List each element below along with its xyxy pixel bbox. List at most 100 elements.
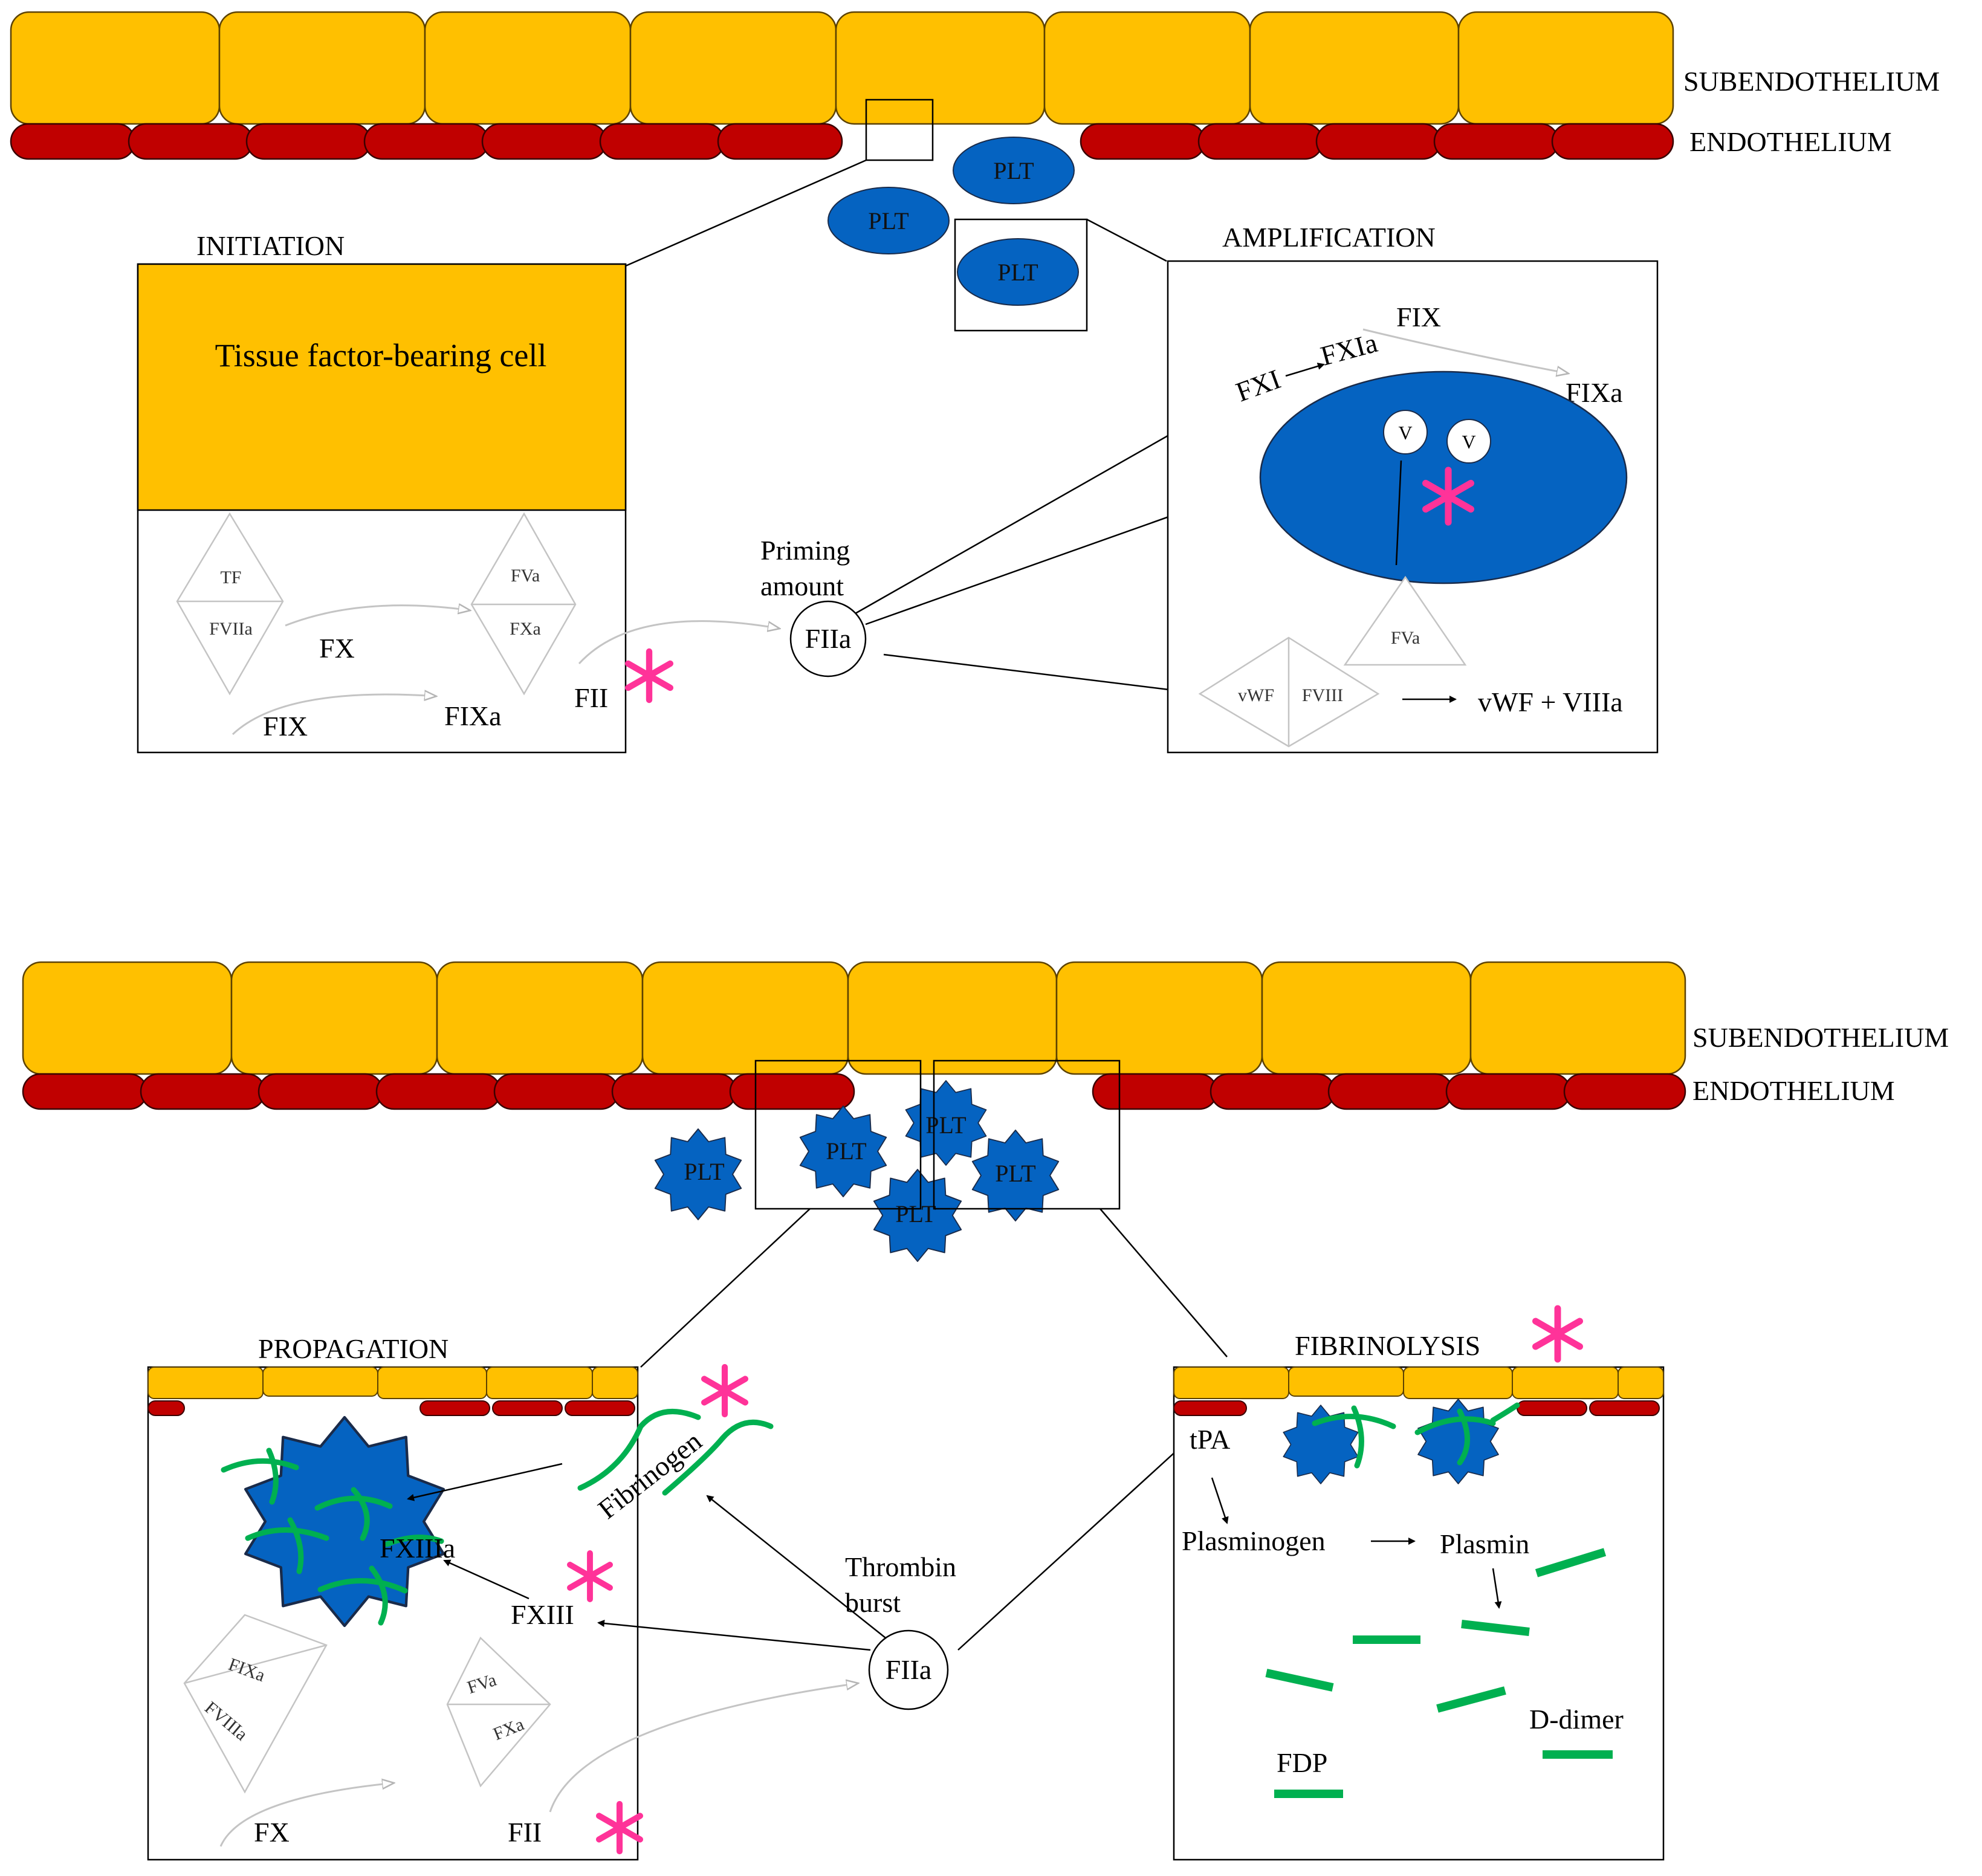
amplification-fva: FVa	[1391, 628, 1420, 648]
v-label: V	[1462, 431, 1475, 453]
fxiii-label: FXIII	[511, 1599, 574, 1630]
priming-fiia-circle	[789, 600, 867, 678]
vwf-fviii-complex: vWF FVIII	[1198, 636, 1380, 748]
vwf-viiia-result: vWF + VIIIa	[1478, 687, 1623, 717]
asterisk-icon	[1535, 1308, 1579, 1359]
platelet-label: PLT	[826, 1137, 866, 1165]
fibrinogen-strands	[577, 1408, 774, 1496]
platelet-label: PLT	[925, 1111, 966, 1139]
priming-label-2: amount	[760, 571, 844, 601]
fva-released: FVa	[1343, 575, 1467, 666]
ddimer-label: D-dimer	[1529, 1704, 1624, 1735]
propagation-zoom-box	[754, 1059, 922, 1210]
platelet-label: PLT	[997, 259, 1038, 286]
bottom-subendothelium-label: SUBENDOTHELIUM	[1692, 1022, 1949, 1053]
amplification-fix: FIX	[1396, 302, 1441, 332]
activated-platelet	[1259, 370, 1628, 584]
priming-label-1: Priming	[760, 535, 850, 566]
arrow-icon	[443, 1559, 530, 1600]
fdp-label: FDP	[1277, 1747, 1327, 1778]
top-endothelium-label: ENDOTHELIUM	[1689, 126, 1892, 157]
arrow-icon	[883, 653, 1199, 696]
asterisk-icon	[704, 1367, 745, 1414]
fibrin-fragments	[1265, 1548, 1613, 1798]
top-endothelium	[10, 123, 1674, 160]
fibrinolysis-zoom-box	[933, 1059, 1121, 1210]
v-granule-1	[1383, 410, 1428, 454]
tf-label: TF	[220, 568, 241, 587]
fibrinolysis-connector	[1099, 1208, 1228, 1357]
top-subendothelium	[10, 11, 1674, 125]
amplification-fixa: FIXa	[1566, 377, 1623, 408]
fixa-fviiia-complex: FIXa FVIIIa	[183, 1614, 328, 1794]
initiation-fixa: FIXa	[444, 700, 502, 731]
arrow-icon	[1492, 1568, 1502, 1609]
propagation-fx: FX	[254, 1817, 290, 1848]
arrow-icon	[1285, 363, 1325, 377]
priming-fiia-label: FIIa	[805, 623, 852, 654]
fibrinolysis-mini-vessel	[1173, 1367, 1664, 1416]
platelet-label: PLT	[684, 1158, 724, 1185]
fva-label: FVa	[511, 566, 540, 586]
amplification-title: AMPLIFICATION	[1222, 222, 1436, 253]
platelet-label: PLT	[995, 1160, 1035, 1187]
plasminogen-label: Plasminogen	[1182, 1525, 1326, 1556]
fviii-label: FVIII	[1302, 685, 1343, 705]
burst-label-2: burst	[845, 1587, 901, 1618]
fva-fxa-complex: FVa FXa	[470, 512, 577, 696]
fibrin-strands	[221, 1447, 444, 1626]
v-granule-2	[1446, 419, 1491, 464]
v-label: V	[1398, 422, 1412, 444]
bottom-subendothelium	[22, 961, 1686, 1075]
arrow-icon	[219, 1783, 394, 1847]
asterisk-icon	[628, 652, 670, 700]
tissue-factor-cell	[137, 263, 627, 511]
initiation-connector	[625, 159, 867, 267]
tpa-label: tPA	[1190, 1424, 1230, 1455]
arrow-icon	[232, 694, 436, 736]
vwf-label: vWF	[1238, 685, 1274, 705]
top-platelet-1: PLT	[953, 137, 1075, 204]
arrow-icon	[578, 620, 780, 665]
top-platelet-3: PLT	[957, 238, 1079, 306]
bottom-endothelium-label: ENDOTHELIUM	[1692, 1075, 1895, 1106]
arrow-icon	[407, 1463, 563, 1501]
arrow-icon	[957, 1443, 1185, 1651]
top-platelet-2: PLT	[827, 187, 950, 254]
propagation-fii: FII	[508, 1817, 542, 1848]
top-subendothelium-label: SUBENDOTHELIUM	[1683, 66, 1940, 97]
tissue-factor-cell-label: Tissue factor-bearing cell	[215, 337, 547, 374]
platelet-aggregate: PLT PLT PLT PLT PLT	[654, 1079, 1060, 1263]
initiation-fix: FIX	[263, 711, 308, 742]
amplification-connector	[1086, 218, 1167, 262]
arrow-icon	[1362, 328, 1569, 374]
arrow-icon	[1211, 1477, 1229, 1524]
platelet-label: PLT	[895, 1200, 936, 1227]
fibrinolysis-panel	[1173, 1366, 1665, 1861]
fxa-label: FXa	[510, 619, 541, 639]
arrow-icon	[285, 606, 470, 627]
bottom-endothelium	[22, 1073, 1686, 1110]
fviia-label: FVIIa	[209, 619, 253, 639]
fxiiia-label: FXIIIa	[380, 1533, 455, 1564]
fibrin-on-clot	[1312, 1402, 1520, 1469]
plasmin-label: Plasmin	[1440, 1528, 1529, 1559]
initiation-zoom-box	[865, 99, 934, 161]
fibrinolysis-title: FIBRINOLYSIS	[1295, 1330, 1480, 1361]
propagation-title: PROPAGATION	[258, 1333, 449, 1364]
arrow-icon	[1395, 460, 1402, 566]
propagation-connector	[640, 1208, 811, 1368]
arrow-icon	[549, 1683, 858, 1813]
burst-fiia-circle	[868, 1629, 949, 1710]
tf-fviia-complex: TF FVIIa	[176, 512, 284, 696]
initiation-fx: FX	[319, 633, 355, 664]
burst-fiia-label: FIIa	[886, 1654, 932, 1685]
fva-fxa-complex-2: FVa FXa	[446, 1636, 551, 1788]
initiation-fii: FII	[574, 682, 608, 713]
platelet-label: PLT	[993, 157, 1034, 184]
initiation-title: INITIATION	[196, 230, 345, 261]
propagation-mini-vessel	[147, 1367, 638, 1416]
burst-label-1: Thrombin	[845, 1551, 956, 1582]
amplification-zoom-box	[954, 218, 1088, 332]
